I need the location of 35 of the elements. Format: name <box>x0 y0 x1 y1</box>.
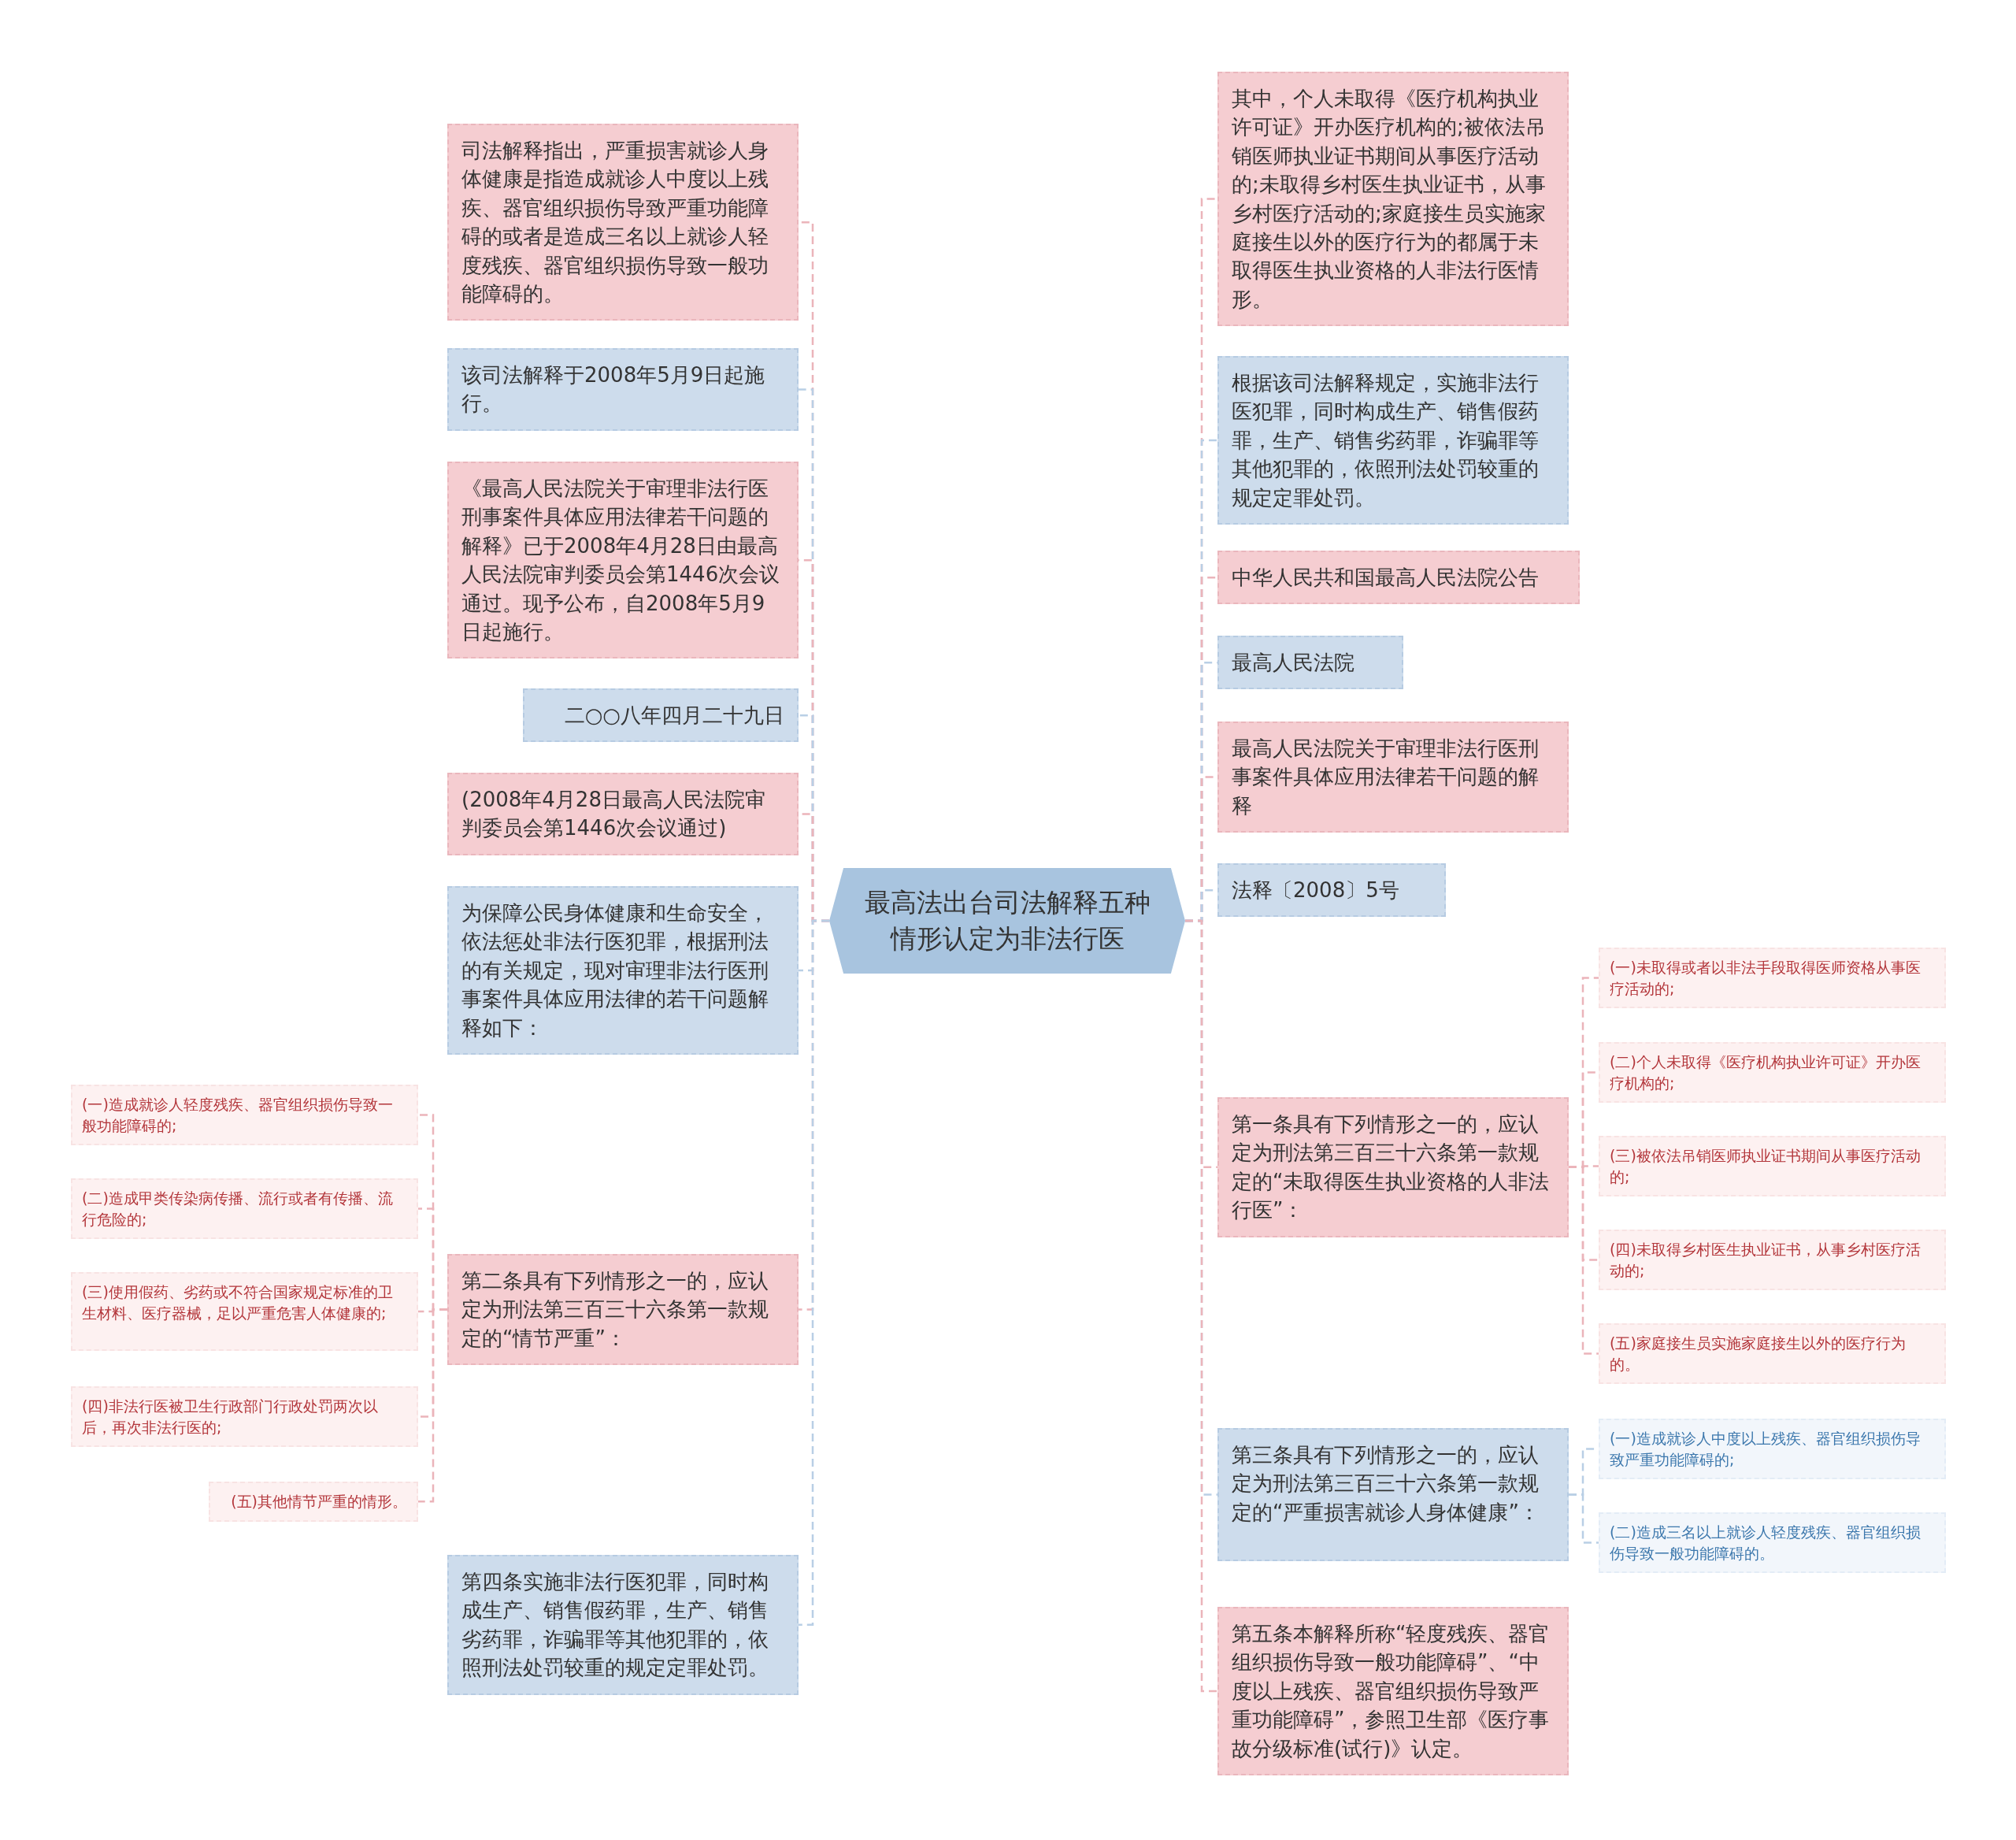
connector-line <box>1569 1493 1599 1544</box>
topic-card: 最高人民法院关于审理非法行医刑事案件具体应用法律若干问题的解释 <box>1217 722 1569 833</box>
topic-card: 该司法解释于2008年5月9日起施行。 <box>447 348 799 431</box>
subtopic-card: (四)未取得乡村医生执业证书，从事乡村医疗活动的; <box>1599 1230 1946 1291</box>
topic-card: 第五条本解释所称“轻度残疾、器官组织损伤导致一般功能障碍”、“中度以上残疾、器官组织损伤导致严重功能障碍”，参照卫生部《医疗事故分级标准(试行)》认定。 <box>1217 1607 1569 1775</box>
subtopic-card: (五)家庭接生员实施家庭接生以外的医疗行为的。 <box>1599 1323 1946 1385</box>
subtopic-card: (三)被依法吊销医师执业证书期间从事医疗活动的; <box>1599 1136 1946 1197</box>
topic-card: 二○○八年四月二十九日 <box>523 688 799 743</box>
subtopic-card: (二)造成三名以上就诊人轻度残疾、器官组织损伤导致一般功能障碍的。 <box>1599 1512 1946 1574</box>
topic-card: 第四条实施非法行医犯罪，同时构成生产、销售假药罪，生产、销售劣药罪，诈骗罪等其他犯罪的，依照刑法处罚较重的规定定罪处罚。 <box>447 1555 799 1695</box>
subtopic-card: (二)造成甲类传染病传播、流行或者有传播、流行危险的; <box>71 1178 418 1240</box>
topic-card: 为保障公民身体健康和生命安全，依法惩处非法行医犯罪，根据刑法的有关规定，现对审理非法行医刑事案件具体应用法律的若干问题解释如下： <box>447 886 799 1055</box>
central-topic-hexagon: 最高法出台司法解释五种情形认定为非法行医 <box>829 868 1185 974</box>
connector-line <box>1569 1166 1599 1355</box>
subtopic-card: (一)造成就诊人轻度残疾、器官组织损伤导致一般功能障碍的; <box>71 1085 418 1146</box>
topic-card: 第一条具有下列情形之一的，应认定为刑法第三百三十六条第一款规定的“未取得医生执业资格的人非法行医”： <box>1217 1097 1569 1237</box>
subtopic-card: (五)其他情节严重的情形。 <box>209 1482 418 1522</box>
connector-line <box>418 1308 447 1503</box>
subtopic-card: (四)非法行医被卫生行政部门行政处罚两次以后，再次非法行医的; <box>71 1386 418 1448</box>
topic-card: 《最高人民法院关于审理非法行医刑事案件具体应用法律若干问题的解释》已于2008年4月28日由最高人民法院审判委员会第1446次会议通过。现予公布，自2008年5月9日起施行。 <box>447 462 799 659</box>
topic-card: 中华人民共和国最高人民法院公告 <box>1217 551 1580 605</box>
topic-card: 第二条具有下列情形之一的，应认定为刑法第三百三十六条第一款规定的“情节严重”： <box>447 1254 799 1366</box>
topic-card: 根据该司法解释规定，实施非法行医犯罪，同时构成生产、销售假药罪，生产、销售劣药罪，诈骗罪等其他犯罪的，依照刑法处罚较重的规定定罪处罚。 <box>1217 356 1569 525</box>
topic-card: 最高人民法院 <box>1217 636 1403 690</box>
topic-card: 司法解释指出，严重损害就诊人身体健康是指造成就诊人中度以上残疾、器官组织损伤导致严重功能障碍的或者是造成三名以上就诊人轻度残疾、器官组织损伤导致一般功能障碍的。 <box>447 124 799 321</box>
subtopic-card: (一)造成就诊人中度以上残疾、器官组织损伤导致严重功能障碍的; <box>1599 1419 1946 1480</box>
topic-card: 法释〔2008〕5号 <box>1217 863 1446 918</box>
topic-card: 第三条具有下列情形之一的，应认定为刑法第三百三十六条第一款规定的“严重损害就诊人身体健康”： <box>1217 1428 1569 1561</box>
topic-card: (2008年4月28日最高人民法院审判委员会第1446次会议通过) <box>447 773 799 855</box>
subtopic-card: (二)个人未取得《医疗机构执业许可证》开办医疗机构的; <box>1599 1042 1946 1104</box>
topic-card: 其中，个人未取得《医疗机构执业许可证》开办医疗机构的;被依法吊销医师执业证书期间从事医疗活动的;未取得乡村医生执业证书，从事乡村医疗活动的;家庭接生员实施家庭接生以外的医疗行为的都属于未取得医生执业资格的人非法行医情形。 <box>1217 72 1569 327</box>
subtopic-card: (三)使用假药、劣药或不符合国家规定标准的卫生材料、医疗器械，足以严重危害人体健康的; <box>71 1272 418 1351</box>
connector-line <box>1185 919 1217 1693</box>
subtopic-card: (一)未取得或者以非法手段取得医师资格从事医疗活动的; <box>1599 948 1946 1009</box>
connector-line <box>799 919 829 1627</box>
